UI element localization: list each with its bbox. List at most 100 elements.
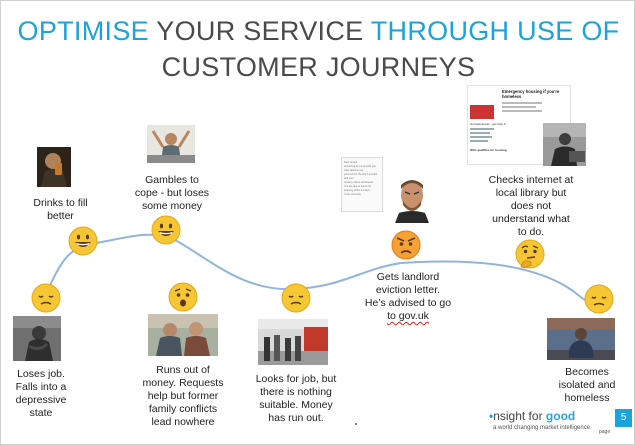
- page-number: 5: [615, 409, 632, 427]
- caption-step-4: Runs out of money. Requests help but for…: [141, 364, 225, 429]
- emoji-sad-1: [31, 283, 61, 313]
- arguing-couple-photo: [148, 314, 218, 356]
- caption-line: better: [47, 210, 74, 222]
- sad-face-icon: [584, 284, 614, 314]
- slide-title-line-1: OPTIMISE YOUR SERVICE THROUGH USE OF: [1, 15, 634, 47]
- photo-family-conflict: [148, 314, 218, 356]
- webpage-link: [470, 132, 490, 134]
- letter-line: You are due to leave the: [344, 185, 372, 188]
- job-centre-queue-photo: [258, 319, 328, 365]
- title-highlight-optimise: OPTIMISE: [17, 16, 149, 46]
- caption-line: depressive: [15, 394, 67, 406]
- caption-line: money. Requests: [142, 377, 224, 389]
- drinking-man-photo: [37, 147, 71, 187]
- homeless-man-photo: [547, 318, 615, 360]
- logo-mark-icon: •: [489, 409, 494, 423]
- photo-gambling: [147, 125, 195, 163]
- emoji-sad-3: [584, 284, 614, 314]
- letter-line: property within 14 days.: [344, 189, 371, 192]
- emoji-happy-1: [68, 226, 98, 256]
- photo-library-computer: [543, 123, 586, 166]
- photo-loses-job: [13, 316, 61, 361]
- title-your-service: YOUR SERVICE: [156, 16, 364, 46]
- letter-line: Yours sincerely: [344, 193, 361, 196]
- caption-line: Gets landlord: [376, 271, 440, 283]
- webpage-subheading: Homelessness - get help fr...: [470, 122, 509, 126]
- caption-line: lead nowhere: [151, 416, 215, 428]
- sad-man-photo: [13, 316, 61, 361]
- photo-homeless: [547, 318, 615, 360]
- photo-drinking: [37, 147, 71, 187]
- caption-line-gov-uk: to gov.uk: [387, 310, 429, 322]
- caption-line: homeless: [564, 392, 610, 404]
- caption-line: Gambles to: [145, 174, 199, 186]
- caption-line: Drinks to fill: [33, 197, 88, 209]
- caption-step-8: Becomes isolated and homeless: [557, 366, 617, 405]
- caption-line: family conflicts: [148, 403, 218, 415]
- sad-face-icon: [281, 283, 311, 313]
- letter-text: Dear tenant According to our records you…: [342, 158, 382, 200]
- eviction-letter-thumbnail: Dear tenant According to our records you…: [341, 157, 383, 212]
- page-label: page: [599, 429, 611, 435]
- caption-line: understand what: [492, 213, 570, 225]
- caption-line: to do.: [517, 226, 545, 238]
- caption-line: Looks for job, but: [255, 373, 337, 385]
- worried-face-icon: [168, 282, 198, 312]
- caption-line: local library but: [495, 187, 567, 199]
- caption-line: isolated and: [558, 379, 616, 391]
- letter-line: According to our records you have failed…: [344, 165, 376, 172]
- caption-line: Loses job.: [17, 368, 65, 380]
- caption-step-6: Gets landlord eviction letter. He’s advi…: [353, 271, 463, 323]
- emoji-happy-2: [151, 215, 181, 245]
- caption-line: there is nothing: [260, 386, 332, 398]
- caption-line: Becomes: [565, 366, 609, 378]
- caption-step-2: Drinks to fill better: [28, 197, 93, 223]
- webpage-banner-image: [470, 105, 494, 119]
- caption-line: Falls into a: [15, 381, 67, 393]
- caption-line: Checks internet at: [488, 174, 574, 186]
- caption-line: eviction letter.: [375, 284, 441, 296]
- emoji-sad-2: [281, 283, 311, 313]
- emoji-thinking: [515, 239, 545, 269]
- webpage-body-text: [502, 102, 542, 114]
- insight-for-good-logo: •nsight for good: [489, 409, 575, 423]
- angry-face-icon: [391, 230, 421, 260]
- caption-line: some money: [141, 200, 203, 212]
- logo-brand: good: [545, 409, 576, 423]
- caption-line: state: [29, 407, 53, 419]
- webpage-link: [470, 136, 492, 138]
- slide-title-line-2: CUSTOMER JOURNEYS: [161, 52, 476, 82]
- webpage-section-heading: Who qualifies for housing: [470, 148, 507, 152]
- letter-line: Dear tenant: [344, 161, 358, 164]
- caption-step-7: Checks internet at local library but doe…: [481, 174, 581, 239]
- webpage-link: [470, 140, 488, 142]
- webpage-text-line: [502, 110, 542, 112]
- logo-tagline: a world changing market intelligence: [493, 425, 591, 431]
- caption-step-3: Gambles to cope - but loses some money: [129, 174, 215, 213]
- webpage-text-line: [502, 106, 536, 108]
- webpage-heading: Emergency housing if you're homeless: [502, 89, 560, 99]
- photo-job-centre: [258, 319, 328, 365]
- webpage-text-line: [502, 102, 542, 104]
- slide-dot: [355, 423, 357, 425]
- angry-man-photo: [387, 173, 437, 223]
- letter-line: your rent for the last 3 months and your: [344, 173, 378, 180]
- man-at-computer-photo: [543, 123, 586, 166]
- caption-line: has run out.: [268, 412, 324, 424]
- sad-face-icon: [31, 283, 61, 313]
- webpage-link-list: [470, 128, 496, 150]
- logo-text: nsight for: [493, 409, 546, 423]
- caption-step-1: Loses job. Falls into a depressive state: [11, 368, 71, 420]
- caption-line: Runs out of: [156, 364, 210, 376]
- caption-line: suitable. Money: [259, 399, 333, 411]
- title-highlight-through: THROUGH USE OF: [370, 16, 620, 46]
- caption-line: does not: [510, 200, 552, 212]
- thinking-face-icon: [515, 239, 545, 269]
- caption-line: He’s advised to go: [364, 297, 452, 309]
- photo-angry-man: [387, 173, 437, 223]
- cheering-man-photo: [147, 125, 195, 163]
- grinning-face-icon: [68, 226, 98, 256]
- emoji-worried: [168, 282, 198, 312]
- letter-line: tenancy will be terminated.: [344, 181, 374, 184]
